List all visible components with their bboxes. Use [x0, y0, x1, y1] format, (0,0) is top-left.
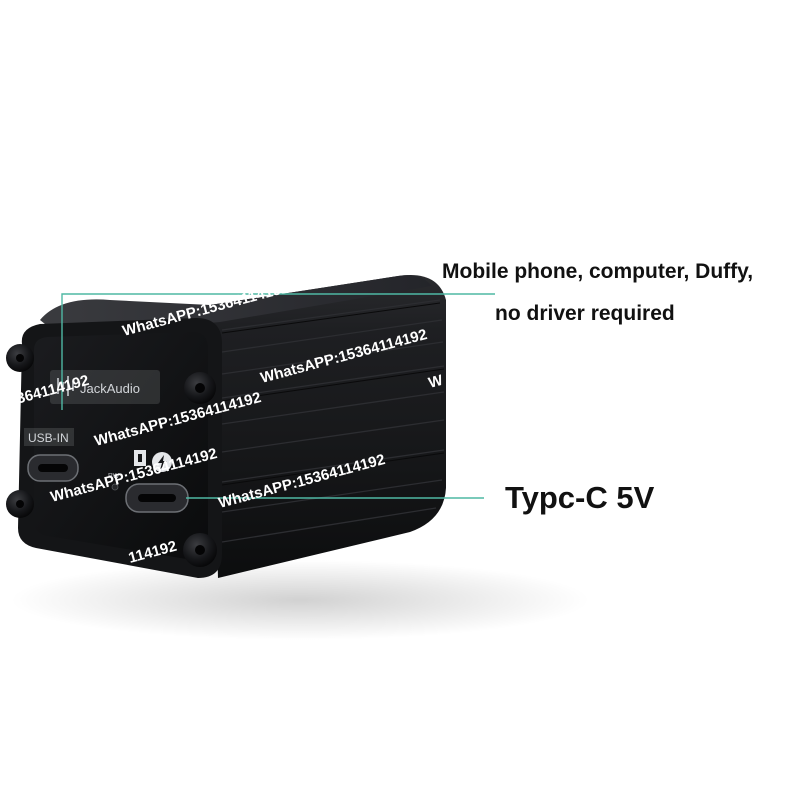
- watermark-text: 2: [0, 510, 9, 529]
- connectivity-caption-line-2: no driver required: [495, 302, 675, 325]
- enclosure-side: [210, 275, 446, 578]
- floor-shadow: [10, 560, 590, 640]
- front-panel: [34, 332, 208, 561]
- soundwave-icon: [57, 376, 74, 396]
- usb-in-label: USB-IN: [28, 431, 69, 445]
- power-port-caption: Typc-C 5V: [505, 480, 655, 515]
- usb-c-data-port: [27, 454, 79, 482]
- brand-logo: JackAudio: [50, 370, 160, 404]
- callout-connectivity: [61, 293, 495, 410]
- enclosure-ribs: [221, 299, 445, 543]
- brand-name: JackAudio: [80, 381, 140, 396]
- watermark-text: W: [427, 372, 446, 392]
- connectivity-caption-line-1: Mobile phone, computer, Duffy,: [442, 260, 754, 283]
- power-led: [111, 483, 119, 491]
- callout-lines: [61, 293, 495, 499]
- usb-c-power-port: [125, 483, 189, 513]
- pw-label: PW: [108, 473, 120, 480]
